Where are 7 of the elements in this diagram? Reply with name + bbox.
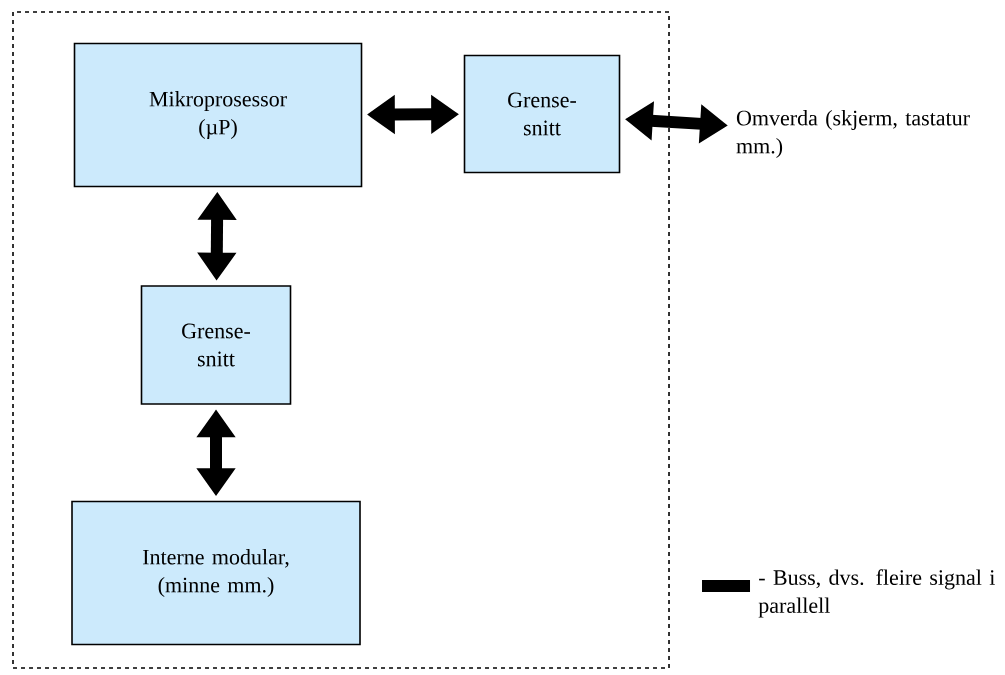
dashed-boundary [12,11,670,669]
process-box: Grense- snitt [463,54,621,174]
legend-text: - Buss, dvs. fleire signal i parallell [758,569,995,618]
process-box: Grense- snitt [140,285,292,405]
process-box: Mikroprosessor (µP) [73,42,363,188]
process-box: Interne modular, (minne mm.) [71,500,361,646]
label-text: Omverda (skjerm, tastatur mm.) [736,110,970,158]
